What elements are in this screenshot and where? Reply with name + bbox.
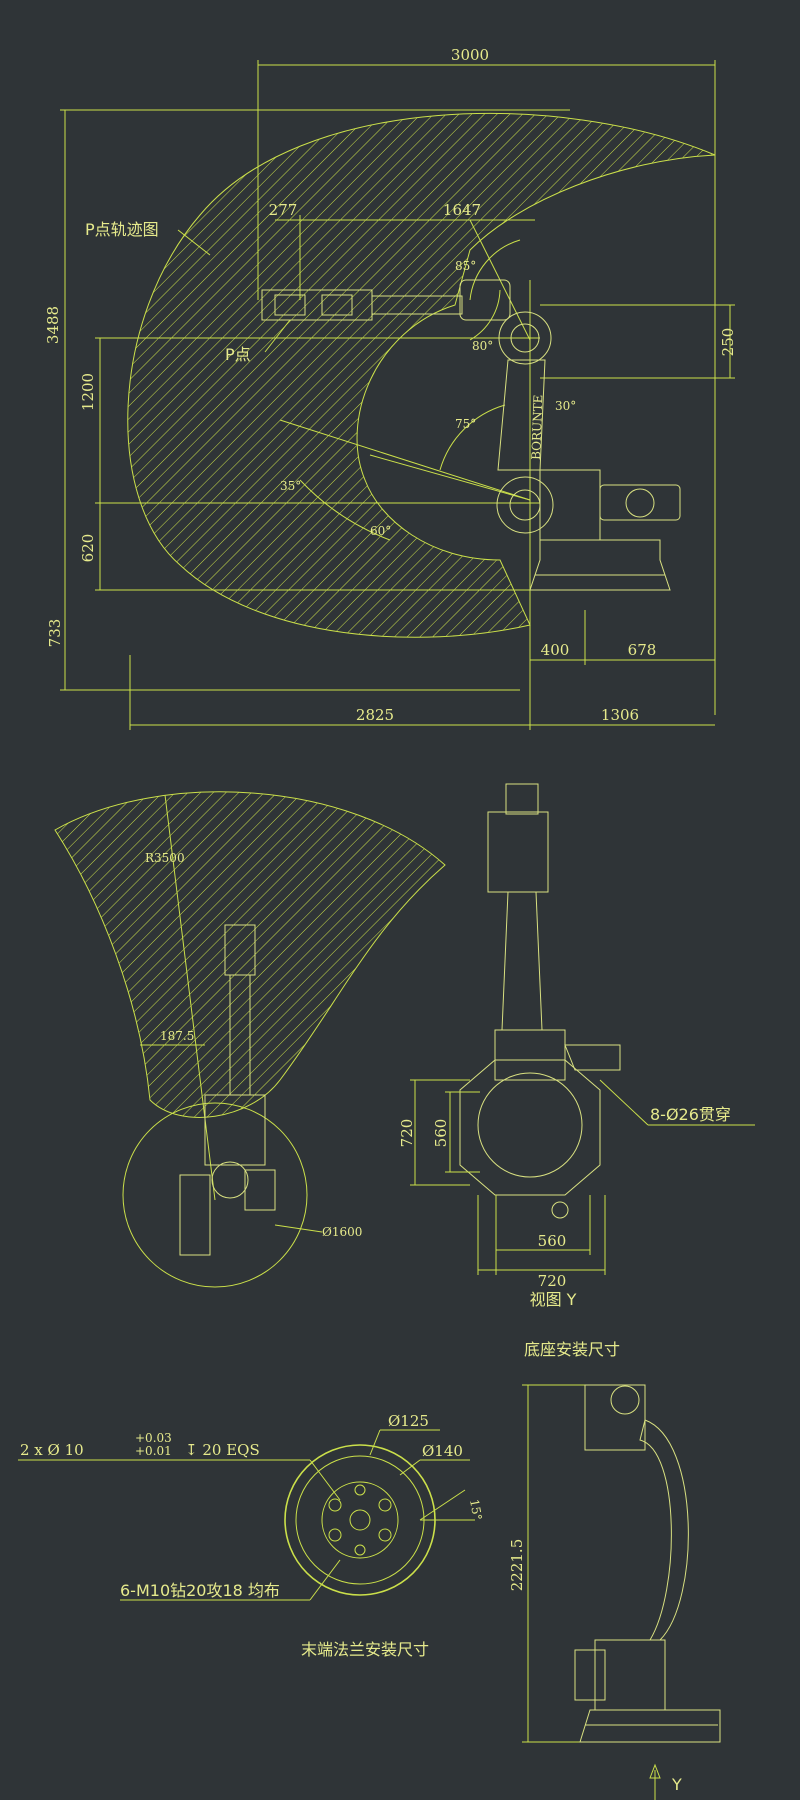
dim-560-vertical: 560 [432,1119,450,1148]
dim-720-vertical: 720 [398,1119,416,1148]
dim-1200: 1200 [79,373,97,411]
height-dim: 2221.5 [508,1539,526,1592]
brand-label: BORUNTE [529,394,545,460]
angle-60: 60° [370,524,391,538]
workspace-region [127,112,716,638]
mounting-holes-label: 8-Ø26贯穿 [650,1105,731,1124]
dim-250: 250 [719,328,737,357]
pin-spec: 2 x Ø 10 [20,1441,84,1459]
p-point-label: P点 [225,345,251,364]
base-caption: 底座安装尺寸 [524,1340,620,1359]
dim-1306: 1306 [601,706,639,724]
robot-side-view [522,1384,721,1800]
angle-35: 35° [280,479,301,493]
dim-187-5: 187.5 [160,1029,194,1043]
thread-spec: 6-M10钻20攻18 均布 [120,1581,280,1600]
dim-277: 277 [269,201,298,219]
angle-85: 85° [455,259,476,273]
flange-caption: 末端法兰安装尺寸 [301,1640,429,1659]
angle-30: 30° [555,399,576,413]
flange-view [18,1429,475,1601]
dia-1600: Ø1600 [322,1225,362,1239]
trajectory-label: P点轨迹图 [85,220,159,239]
arrow-y-label: Y [671,1775,682,1794]
dim-733: 733 [46,619,64,648]
dim-3000: 3000 [451,46,489,64]
dim-1647: 1647 [443,201,481,219]
radius-3500: R3500 [145,851,185,865]
angle-15: 15° [467,1498,484,1521]
dim-560-horizontal: 560 [538,1232,567,1250]
dim-3488: 3488 [44,306,62,344]
dim-620: 620 [79,534,97,563]
dim-2825: 2825 [356,706,394,724]
base-front-view [410,783,755,1275]
view-y-label: 视图 Y [530,1290,577,1309]
dim-720-horizontal: 720 [538,1272,567,1290]
dim-400: 400 [541,641,570,659]
workspace-side-view [60,60,735,730]
dim-678: 678 [628,641,657,659]
angle-75: 75° [455,417,476,431]
tolerance-upper: +0.03 [135,1431,172,1445]
angle-80: 80° [472,339,493,353]
tolerance-lower: +0.01 [135,1444,172,1458]
dia-125: Ø125 [388,1412,429,1430]
dia-140: Ø140 [422,1442,463,1460]
top-workspace-region [54,791,446,1118]
workspace-top-view [54,791,446,1288]
depth-spec: ↧ 20 EQS [185,1441,260,1459]
